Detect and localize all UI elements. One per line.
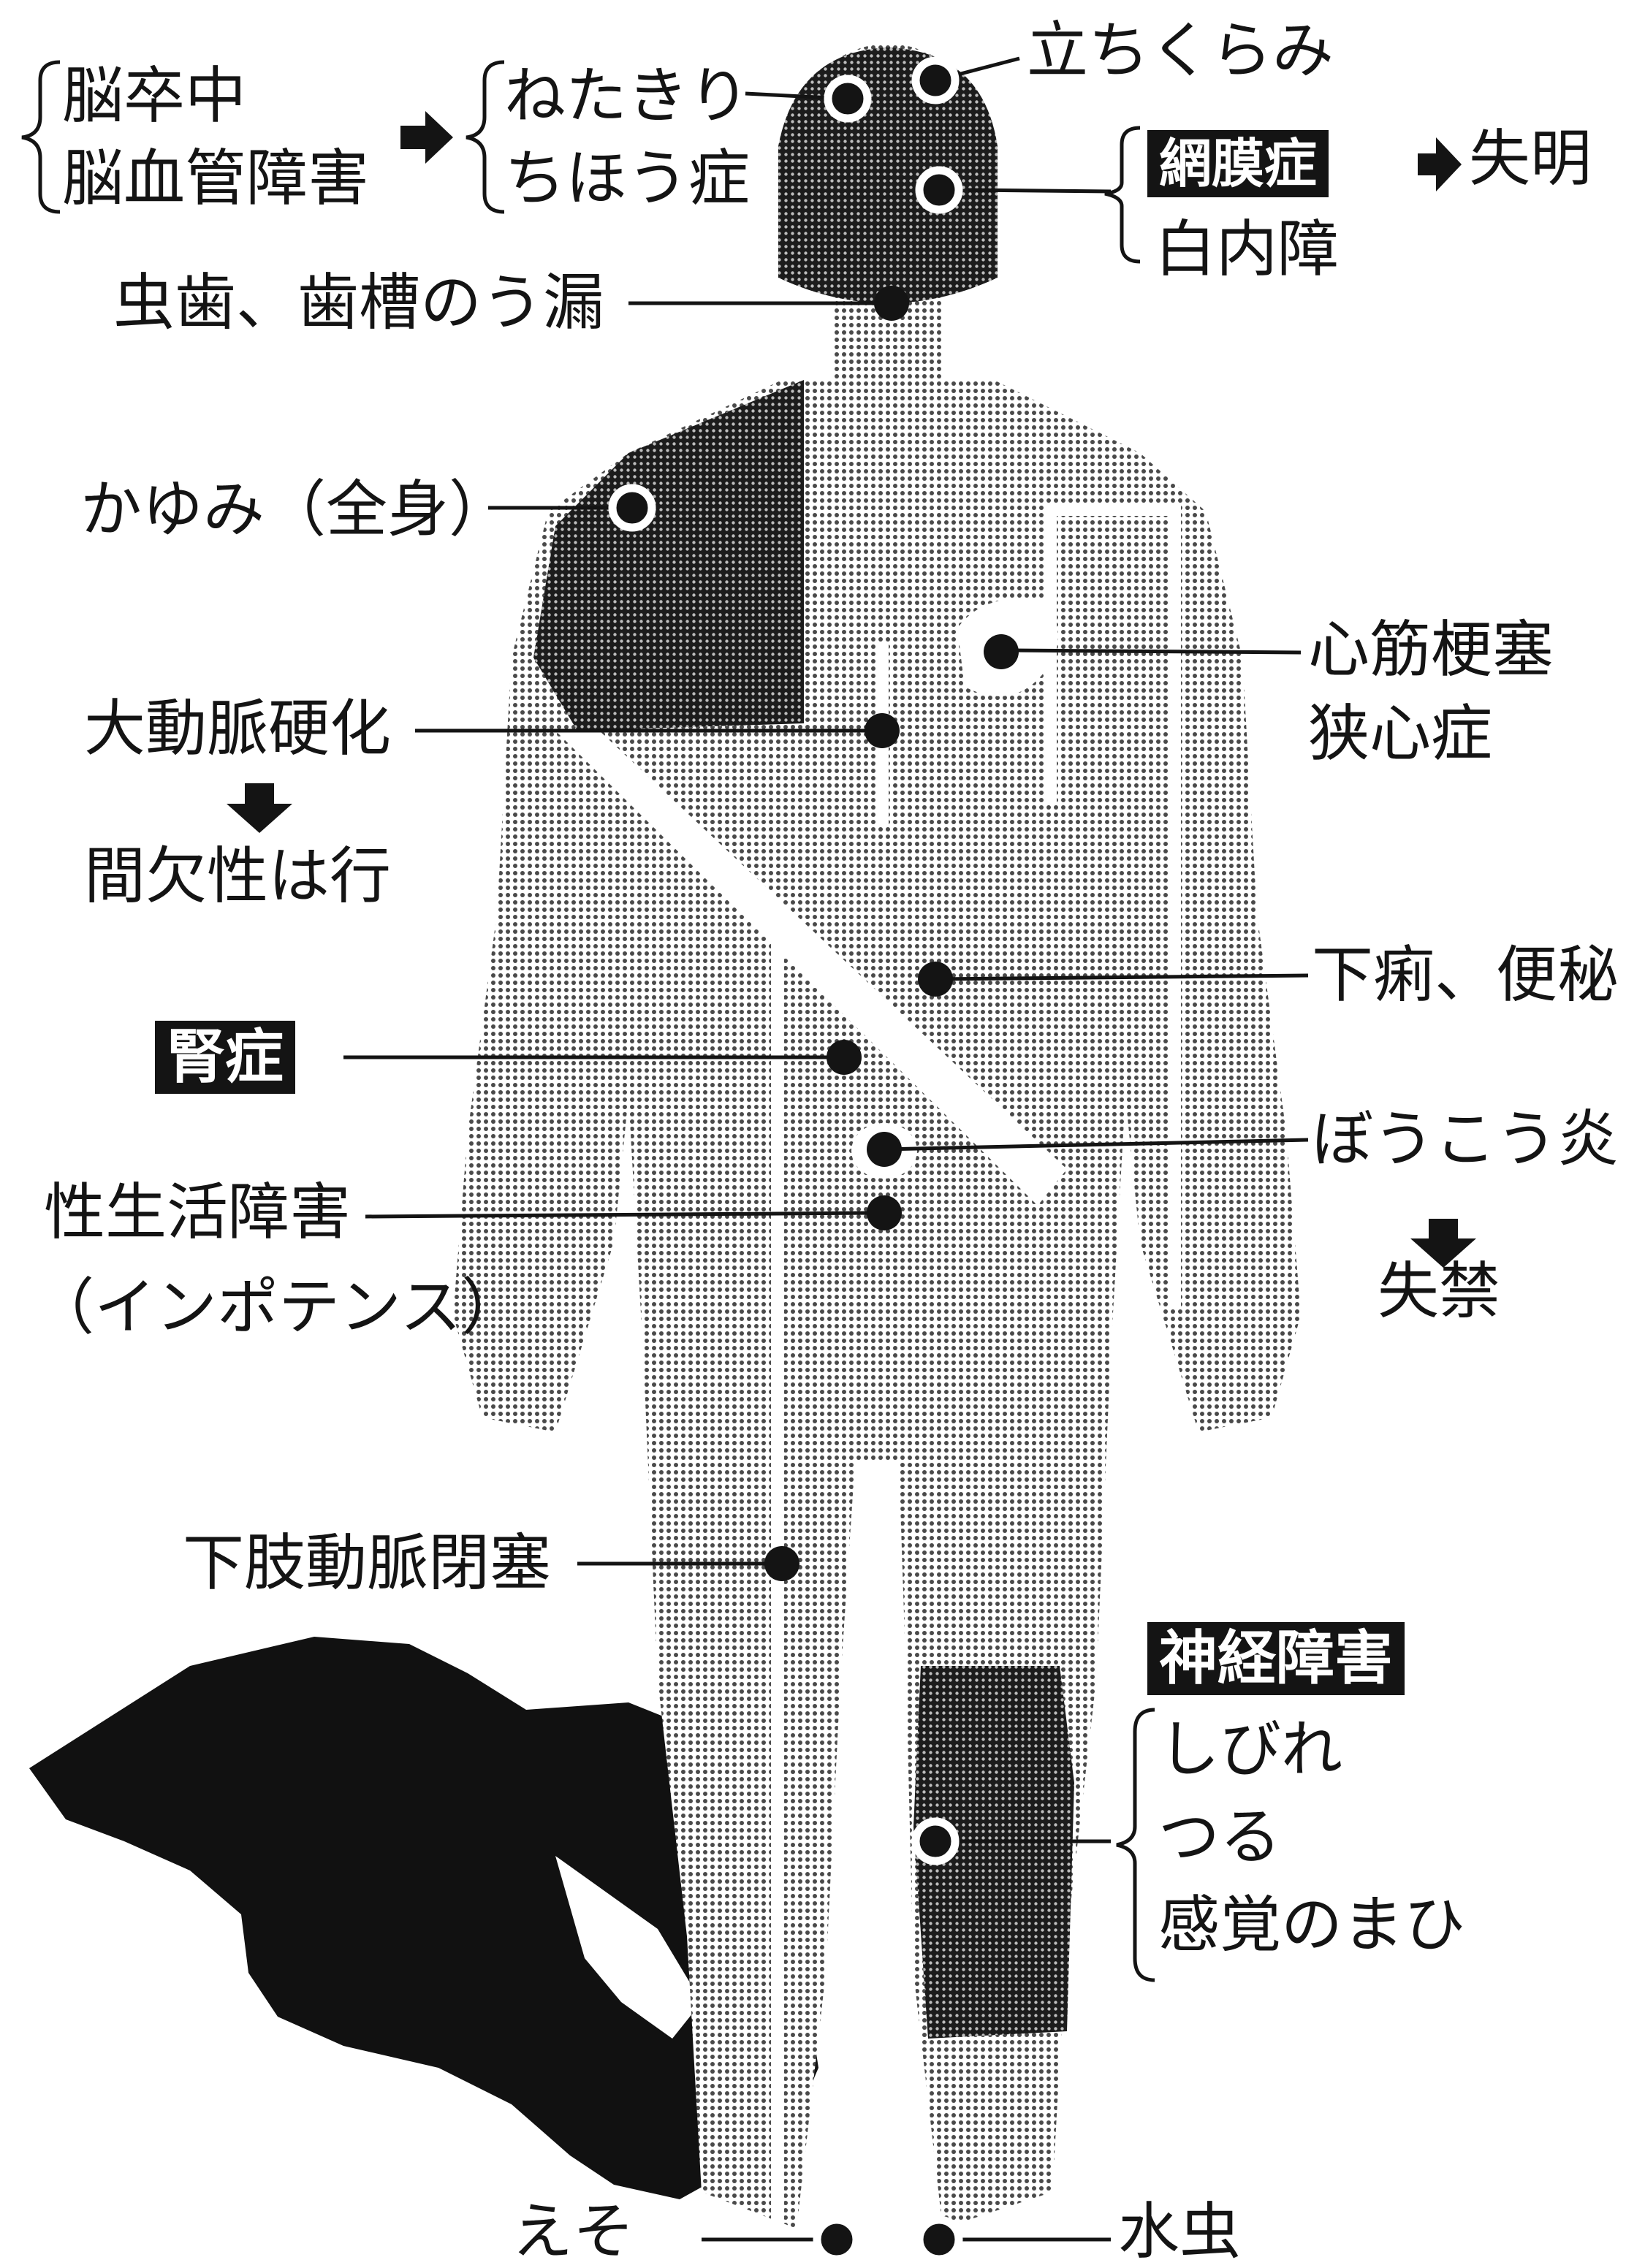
label-caries: 虫歯、歯槽のう漏 — [113, 267, 605, 338]
label-cramps: つる — [1158, 1801, 1282, 1873]
label-cataract: 白内障 — [1155, 213, 1340, 285]
label-gangrene: えそ — [512, 2196, 635, 2267]
label-incontinence: 失禁 — [1378, 1255, 1501, 1327]
marker-bladder — [867, 1132, 902, 1167]
label-sensory: 感覚のまひ — [1158, 1889, 1466, 1960]
label-numbness: しびれ — [1158, 1713, 1343, 1785]
marker-aorta — [865, 713, 900, 748]
marker-leg-artery — [764, 1546, 799, 1581]
label-diarrhea: 下痢、便秘 — [1312, 939, 1619, 1011]
marker-dizziness — [911, 56, 960, 104]
shadow-silhouette — [29, 1637, 818, 2199]
marker-dementia — [824, 75, 872, 123]
label-claudication: 間欠性は行 — [84, 840, 392, 912]
label-nephropathy: 腎症 — [155, 1021, 295, 1094]
marker-caries — [874, 286, 909, 321]
marker-retina — [915, 166, 963, 214]
arrow-right-2 — [1418, 137, 1462, 191]
label-bedridden: ねたきり — [504, 60, 751, 132]
marker-athletes-foot — [915, 2215, 963, 2264]
arrows — [227, 111, 1476, 1268]
label-leg-artery: 下肢動脈閉塞 — [183, 1527, 552, 1599]
label-cystitis: ぼうこう炎 — [1312, 1103, 1619, 1175]
arrow-down-1 — [227, 783, 292, 833]
marker-neuropathy — [911, 1817, 960, 1865]
label-impotence: （インポテンス） — [33, 1271, 523, 1343]
marker-infarction — [984, 634, 1019, 669]
label-dizziness: 立ちくらみ — [1027, 15, 1334, 86]
dot-markers — [764, 286, 1019, 1581]
label-infarction: 心筋梗塞 — [1308, 614, 1554, 685]
label-athletes-foot: 水虫 — [1118, 2196, 1242, 2267]
marker-itching — [608, 484, 656, 532]
marker-gangrene — [813, 2215, 861, 2264]
ring-markers — [608, 56, 963, 2264]
label-dementia: ちほう症 — [504, 142, 751, 214]
marker-bowel — [918, 962, 953, 997]
marker-kidney — [827, 1040, 862, 1075]
arrow-right-1 — [400, 111, 453, 164]
label-sexual: 性生活障害 — [44, 1176, 352, 1248]
marker-sexual — [867, 1195, 902, 1230]
braces — [21, 60, 1155, 1982]
label-angina: 狭心症 — [1308, 698, 1493, 769]
label-arteriosclerosis: 大動脈硬化 — [84, 693, 392, 764]
arrow-down-2 — [1410, 1219, 1476, 1268]
label-itching: かゆみ（全身） — [80, 473, 511, 545]
label-blindness: 失明 — [1469, 123, 1592, 194]
label-cerebrovascular: 脳血管障害 — [62, 142, 370, 214]
label-neuropathy: 神経障害 — [1147, 1622, 1405, 1695]
label-stroke: 脳卒中 — [62, 60, 247, 132]
label-retinopathy: 網膜症 — [1147, 130, 1329, 197]
shadow-highlight — [555, 1856, 702, 2039]
leader-lines — [343, 56, 1309, 2242]
